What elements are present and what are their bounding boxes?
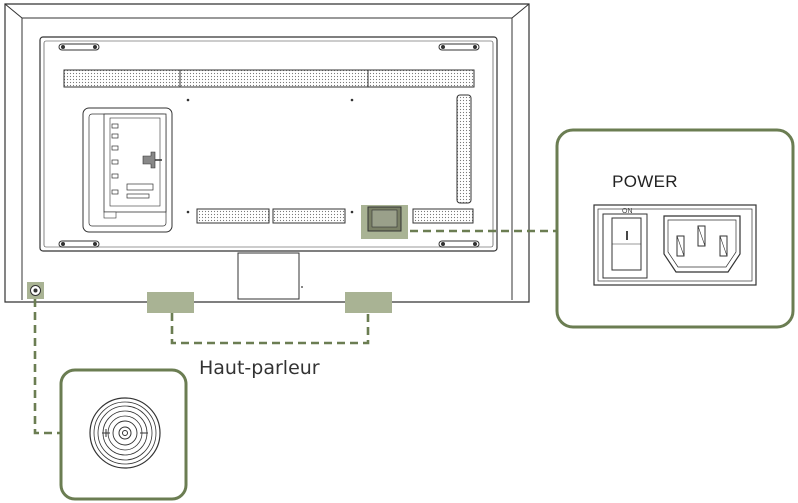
connector-compartment xyxy=(82,107,173,233)
power-callout xyxy=(555,128,795,329)
back-panel xyxy=(39,36,498,252)
leader-lines xyxy=(33,229,556,435)
iec-c14-socket-icon xyxy=(663,215,741,273)
speaker-left-highlight xyxy=(147,292,194,313)
ventilation-grilles xyxy=(63,69,475,224)
screw-dots xyxy=(186,98,354,288)
power-label: POWER xyxy=(612,172,678,191)
speaker-label: Haut-parleur xyxy=(199,357,320,379)
rating-label-plate xyxy=(237,252,300,300)
rear-power-inlet xyxy=(361,205,408,239)
sensor-callout xyxy=(59,368,188,501)
speaker-right-highlight xyxy=(345,292,392,313)
mounting-slots xyxy=(58,43,480,248)
rocker-switch-icon xyxy=(602,213,648,279)
concentric-sensor-icon xyxy=(89,397,161,469)
ir-sensor-icon xyxy=(27,282,44,299)
switch-on-label: ON xyxy=(622,208,633,215)
